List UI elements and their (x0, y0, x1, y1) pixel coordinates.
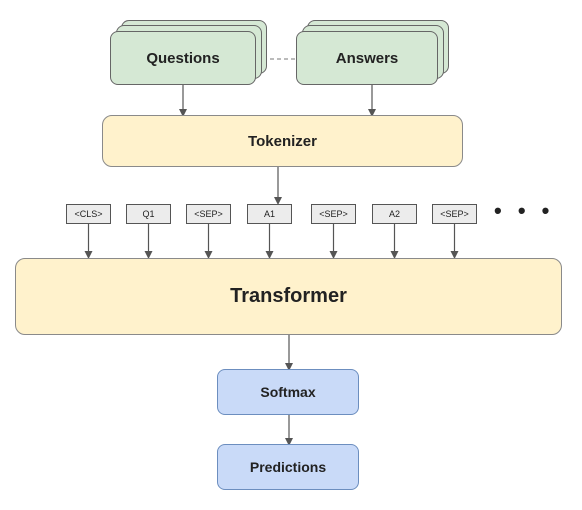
ellipsis: • • • (494, 198, 555, 223)
transformer-node: Transformer (15, 258, 562, 335)
token-label: <CLS> (74, 209, 103, 219)
questions-label: Questions (146, 49, 220, 67)
softmax-node: Softmax (217, 369, 359, 415)
tokenizer-label: Tokenizer (248, 132, 317, 150)
token-sep-3: <SEP> (432, 204, 477, 224)
token-cls: <CLS> (66, 204, 111, 224)
answers-label: Answers (335, 49, 399, 67)
transformer-label: Transformer (230, 285, 347, 307)
token-a2: A2 (372, 204, 417, 224)
questions-node: Questions (110, 31, 256, 85)
token-label: A2 (388, 209, 400, 219)
predictions-label: Predictions (249, 459, 327, 475)
token-q1: Q1 (126, 204, 171, 224)
token-label: <SEP> (440, 209, 469, 219)
token-sep-1: <SEP> (186, 204, 231, 224)
tokenizer-node: Tokenizer (102, 115, 463, 167)
token-arrows (84, 224, 459, 259)
token-label: A1 (263, 209, 275, 219)
token-label: <SEP> (319, 209, 348, 219)
predictions-node: Predictions (217, 444, 359, 490)
token-a1: A1 (247, 204, 292, 224)
token-sep-2: <SEP> (311, 204, 356, 224)
answers-node: Answers (296, 31, 438, 85)
softmax-label: Softmax (260, 384, 316, 400)
token-label: <SEP> (194, 209, 223, 219)
token-label: Q1 (142, 209, 155, 219)
